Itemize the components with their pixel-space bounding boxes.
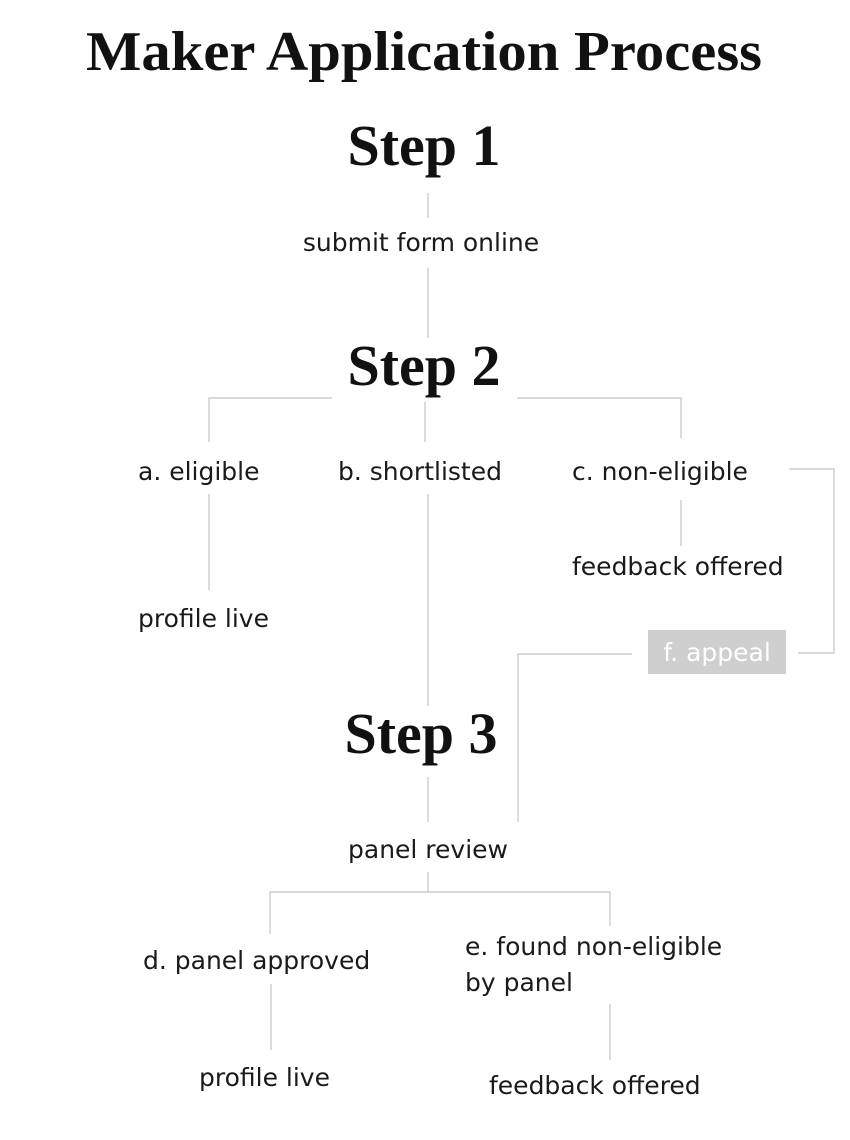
shortlisted-node: b. shortlisted (338, 457, 502, 486)
connector-review-approved (269, 891, 428, 934)
step-1-heading: Step 1 (347, 113, 500, 178)
non-eligible-feedback-node: feedback offered (572, 552, 784, 581)
rejected-feedback-node: feedback offered (489, 1071, 701, 1100)
connector-step2-eligible (208, 397, 332, 442)
connector-step2-non-eligible (517, 397, 682, 438)
connector-appeal-review (517, 653, 632, 822)
connector-non-eligible-appeal (789, 468, 835, 654)
connector-review-rejected (428, 891, 611, 926)
appeal-node: f. appeal (663, 638, 771, 667)
submit-form-node: submit form online (303, 228, 539, 257)
eligible-node: a. eligible (138, 457, 260, 486)
panel-rejected-node: e. found non-eligible (465, 932, 722, 961)
panel-review-node: panel review (348, 835, 508, 864)
panel-rejected-node-line2: by panel (465, 968, 573, 997)
eligible-profile-live-node: profile live (138, 604, 269, 633)
non-eligible-node: c. non-eligible (572, 457, 748, 486)
step-2-heading: Step 2 (347, 333, 500, 398)
panel-approved-node: d. panel approved (143, 946, 370, 975)
step-3-heading: Step 3 (344, 701, 497, 766)
approved-profile-live-node: profile live (199, 1063, 330, 1092)
page-title: Maker Application Process (86, 21, 762, 83)
appeal-box (648, 630, 786, 674)
